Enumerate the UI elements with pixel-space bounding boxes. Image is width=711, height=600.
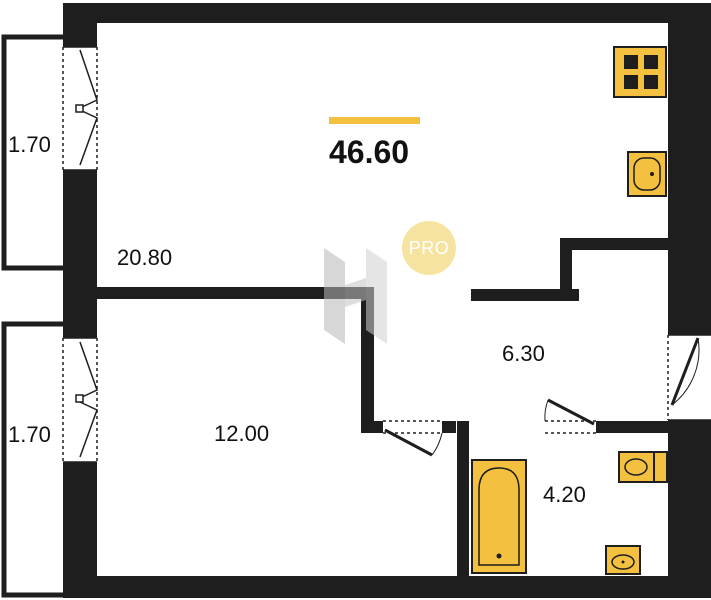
outer-walls [63,3,711,598]
wall-stub-bedroom-door [361,421,383,433]
left-wall-middle [63,170,97,338]
room-area-hallway: 6.30 [502,341,545,366]
bedroom-door [383,420,443,457]
room-area-bedroom: 12.00 [214,421,270,446]
top-wall [63,3,711,23]
wall-bath-left [457,421,469,577]
bathroom-sink-icon [605,545,641,575]
entrance-door [667,334,711,421]
balcony-lower [1,321,63,598]
room-area-bathroom: 4.20 [543,482,586,507]
balcony-upper [1,34,63,271]
wall-bath-top-right [596,421,670,433]
bathroom-door [544,398,596,434]
inner-walls [97,238,670,577]
left-wall-bottom [63,462,97,598]
pro-badge: PRO [402,221,456,275]
right-wall-lower [668,420,711,597]
stove-icon [613,46,667,98]
balcony-door-upper [62,46,98,171]
toilet-icon [618,451,668,483]
balcony-area-lower: 1.70 [8,422,51,447]
logo-watermark-icon [324,248,387,344]
bathtub-icon [471,459,527,574]
total-area: 46.60 [329,134,410,170]
left-wall-top [63,3,97,47]
balcony-area-upper: 1.70 [8,132,51,157]
wall-kitchen-bottom [560,238,670,250]
wall-hall-step [560,238,572,301]
room-area-living-kitchen: 20.80 [117,245,173,270]
wall-hall-top [471,289,579,301]
wall-stub-bath-door-left [442,421,456,433]
right-wall-upper [668,3,711,335]
accent-bar [329,117,420,124]
bottom-wall [63,576,711,598]
balcony-door-lower [62,337,98,463]
wall-living-bedroom [97,287,373,299]
kitchen-sink-icon [627,151,667,197]
